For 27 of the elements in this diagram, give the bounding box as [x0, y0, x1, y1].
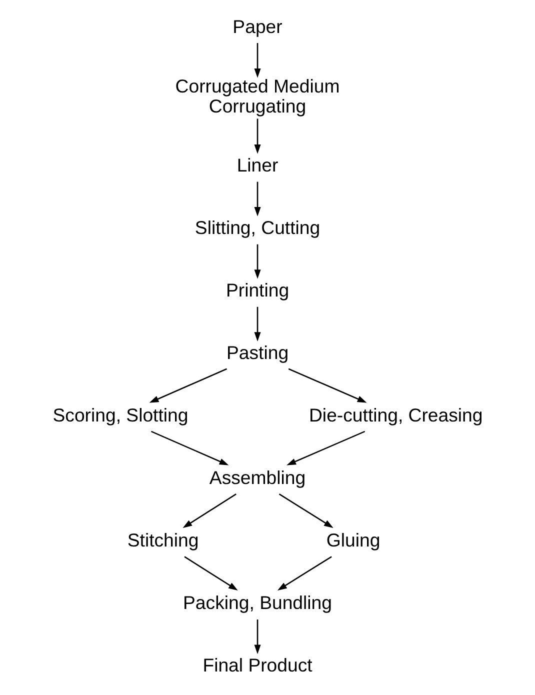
node-text: Stitching [127, 530, 199, 551]
node-text: Slitting, Cutting [194, 217, 320, 238]
arrow [254, 619, 261, 654]
node-text: Printing [226, 280, 290, 301]
arrow [254, 182, 261, 216]
node-text: Scoring, Slotting [52, 404, 188, 426]
node-text: Die-cutting, Creasing [308, 404, 483, 426]
arrow [288, 368, 367, 403]
node-text: Assembling [209, 467, 306, 488]
arrow [149, 368, 228, 403]
arrow [278, 494, 334, 528]
arrow [150, 430, 229, 466]
node-text: Liner [236, 154, 278, 176]
arrow [277, 556, 332, 590]
node-text: Packing, Bundling [183, 592, 332, 614]
node-text: Paper [232, 16, 282, 38]
arrow [254, 43, 261, 78]
arrow [254, 306, 261, 342]
arrow [254, 118, 261, 154]
node-text: Gluing [326, 530, 380, 551]
node-text: Final Product [202, 654, 312, 676]
arrow [184, 556, 238, 590]
arrow [286, 430, 366, 466]
node-text: Pasting [226, 342, 289, 364]
arrow [254, 244, 261, 279]
arrow [182, 494, 236, 528]
node-text: Corrugated Medium Corrugating [175, 75, 340, 116]
